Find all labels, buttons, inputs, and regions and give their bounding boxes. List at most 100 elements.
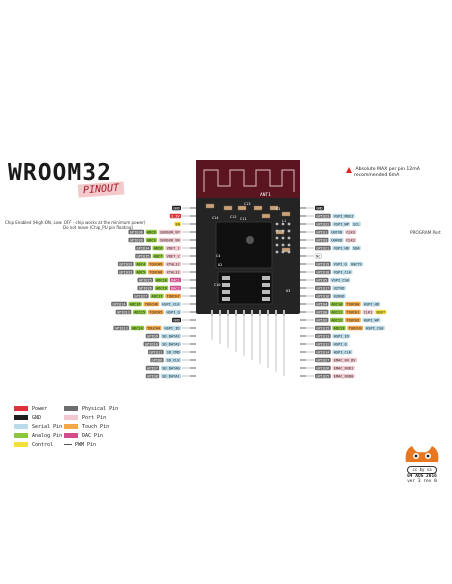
pin-tag-gpio39	[128, 237, 145, 243]
pin-tag-gpio12	[115, 309, 132, 315]
pin-label-adc14: ADC14	[132, 326, 143, 330]
pin-tag-touch9	[148, 261, 164, 267]
pin-tag-gpio23	[315, 213, 331, 219]
via-dot	[275, 236, 279, 240]
smd-component	[281, 247, 291, 253]
pin-label-gpio27: GPIO27	[316, 358, 329, 362]
pin-label-vdet-1: VDET_1	[167, 246, 180, 250]
pin-label-gpio17: GPIO17	[316, 286, 329, 290]
pin-label-emac-rxd0: EMAC_RXD0	[334, 374, 353, 378]
pin-label-gnd: GND	[173, 206, 180, 210]
pin-tag-vspi-q	[332, 261, 348, 267]
mascot-icon	[405, 446, 439, 462]
pin-tag-clk3	[345, 229, 357, 235]
pin-label-adc0: ADC0	[147, 230, 156, 234]
bottom-pin-pad	[243, 310, 245, 316]
pin-label-gpio11: GPIO11	[149, 350, 162, 354]
pin-tag-vspi-clk	[332, 269, 353, 275]
pin-label-emac-rx-dv: EMAC_RX_DV	[334, 358, 356, 362]
pin-label-gpio7: GPIO7	[147, 366, 158, 370]
component-label-c12: C12	[230, 215, 237, 219]
pin-label-touch2: TOUCH2	[346, 318, 359, 322]
pin-label-gpio3: GPIO3	[316, 238, 327, 242]
legend-label: Port Pin	[82, 415, 107, 421]
pin-label-hspi-id: HSPI_ID	[334, 334, 349, 338]
pin-tag-adc4	[135, 261, 147, 267]
component-label-c14: C14	[212, 216, 219, 220]
pin-tag-touch5	[148, 309, 164, 315]
pin-label-hspi-clk: HSPI_CLK	[162, 302, 180, 306]
pin-tag-gpio0	[315, 309, 329, 315]
pin-label-emac-rxd1: EMAC_RXD1	[334, 366, 353, 370]
pin-tag-gpio12	[315, 341, 331, 347]
pin-label-gpio12: GPIO12	[316, 342, 329, 346]
pin-label-adc17: ADC17	[152, 294, 163, 298]
pin-label-boot: BOOT	[376, 310, 385, 314]
bottom-pin-pad	[283, 310, 285, 316]
pin-label-hspi-id: HSPI_ID	[164, 326, 179, 330]
pin-tag-sd-clk	[165, 357, 181, 363]
flash-pad	[262, 297, 270, 301]
flash-pad	[222, 276, 230, 280]
pin-tag-gnd	[172, 205, 181, 211]
pin-tag-vdet-1	[165, 245, 181, 251]
pin-tag-touch4	[145, 325, 162, 331]
pin-label-gpio26: GPIO26	[316, 366, 329, 370]
pin-tag-gpio6	[150, 357, 164, 363]
legend-item-control: Control	[14, 442, 53, 448]
pin-tag-hspi-cs0	[364, 325, 385, 331]
legend-swatch	[14, 424, 28, 429]
pin-label-u0txd: U0TXD	[331, 230, 342, 234]
smd-component	[261, 213, 271, 219]
pin-label-hspi-q: HSPI_Q	[334, 342, 347, 346]
antenna-area	[196, 160, 300, 198]
antenna-label: ANT1	[260, 192, 271, 198]
legend-item-power: Power	[14, 406, 47, 412]
pin-tag-boot	[375, 309, 387, 315]
pin-tag-gpio22	[315, 221, 331, 227]
smd-component	[205, 203, 215, 209]
pin-label-en: EN	[175, 222, 179, 226]
antenna-trace	[203, 169, 295, 192]
pin-label-sensor-vn: SENSOR_VN	[160, 238, 179, 242]
pin-label-touch6: TOUCH6	[145, 302, 158, 306]
pin-tag-gpio25	[315, 373, 331, 379]
legend-label: GND	[32, 415, 42, 421]
pin-label-gpio14: GPIO14	[316, 350, 329, 354]
bottom-pin-pad	[227, 310, 229, 316]
pin-tag-adc11	[330, 309, 344, 315]
via-dot	[281, 250, 285, 254]
pin-label-gnd: GND	[173, 318, 180, 322]
pin-tag-gpio35	[135, 253, 151, 259]
pin-label-hspi-cs0: HSPI_CS0	[366, 326, 383, 330]
pwm-wave-icon: ⎓⎓	[64, 442, 75, 448]
flash-pad	[262, 290, 270, 294]
pin-label-gnd: GND	[316, 206, 323, 210]
pin-tag-gpio14	[315, 349, 331, 355]
via-dot	[275, 243, 279, 247]
pin-label-adc15: ADC15	[134, 310, 145, 314]
legend-label: Analog Pin	[32, 433, 63, 439]
pin-tag-scl	[351, 221, 361, 227]
pin-tag-gpio11	[148, 349, 164, 355]
pin-tag-gnd	[172, 317, 181, 323]
pin-label-gpio27: GPIO27	[134, 294, 147, 298]
legend-swatch	[64, 424, 78, 429]
pin-tag-hspi-hd	[362, 301, 381, 307]
bottom-pin-pad	[211, 310, 213, 316]
smd-component	[275, 229, 285, 235]
pin-label-hspi-clk: HSPI_CLK	[334, 350, 352, 354]
component-label-l1: L1	[282, 219, 286, 223]
bottom-pin-pad	[259, 310, 261, 316]
pin-tag-touch3	[347, 325, 364, 331]
pin-tag-gpio5	[315, 277, 329, 283]
pin-label-adc13: ADC13	[334, 326, 345, 330]
pin-tag-en	[174, 221, 181, 227]
bottom-pin-pad	[267, 310, 269, 316]
program-port-note: PROGRAM Port	[410, 230, 441, 235]
pin-label-gpio8: GPIO8	[147, 374, 158, 378]
pin-tag-u0cts	[349, 261, 364, 267]
pin-tag-u2txd	[332, 285, 346, 291]
pin-label-sd-data1: SD_DATA1	[162, 374, 179, 378]
pin-tag-gpio27	[132, 293, 149, 299]
